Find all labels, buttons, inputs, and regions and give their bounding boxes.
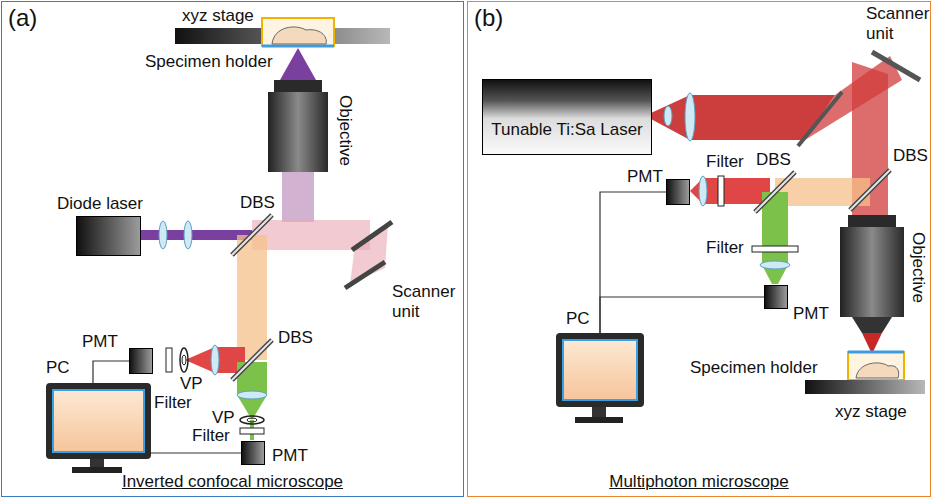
component-label: PC [566,309,590,329]
pmt-box: PMT [666,179,690,205]
signal-cable [93,361,129,383]
component-label: PC [46,358,70,378]
part-label: Filter [192,426,230,446]
lens [211,345,219,375]
filter [718,176,724,206]
laser-box: Diode laser [76,216,141,256]
pinhole [240,416,264,424]
dichroic-mirror [755,172,795,212]
monitor-base [72,467,122,473]
dichroic-mirror [850,170,890,210]
part-label: DBS [756,150,791,170]
part-label: Scanner unit [866,4,930,44]
emission-beam [237,235,267,360]
monitor-stand [592,406,606,418]
component-label: Diode laser [57,194,143,214]
component-label: Tunable Ti:Sa Laser [483,120,651,140]
pmt-box: PMT [764,285,788,309]
panel-letter: (a) [8,4,37,32]
specimen-holder [262,18,334,46]
part-label: Specimen holder [690,358,818,378]
panel-letter: (b) [474,4,503,32]
dichroic-mirror [232,215,272,255]
specimen-holder [848,352,904,380]
component-label: PMT [82,332,118,352]
filter [240,428,264,434]
coverslip [262,45,334,48]
dichroic-mirror [232,340,272,380]
monitor-base [575,417,623,423]
scanner-mirror [872,52,920,80]
beam [252,220,370,250]
lens [685,93,695,141]
lens [159,221,167,249]
focus-cone [280,48,316,80]
panel-frame: (b) Multiphoton microscope Tunable Ti:Sa L… [467,1,931,497]
objective-body [268,92,328,172]
stage-bar [805,380,925,394]
pinhole [247,418,257,422]
objective-collar [274,80,322,92]
scanner-mirror [352,222,392,250]
signal-cable [600,297,764,333]
component-label: PMT [627,167,663,187]
mirror [798,92,842,146]
scanner-mirror [345,262,385,288]
filter [752,246,798,252]
specimen [856,363,899,378]
part-label: DBS [240,193,275,213]
component-label: PMT [272,446,308,466]
pmt-box: PMT [129,348,153,374]
part-label: Scanner unit [392,282,458,322]
lens [664,106,672,126]
signal-cable [151,452,241,453]
dichroic-mirror [850,170,890,210]
part-label: VP [180,374,203,394]
part-label: DBS [893,146,928,166]
pinhole [182,355,186,365]
part-label: Filter [706,152,744,172]
component-label: PMT [793,304,829,324]
pc-monitor: PC [46,383,151,459]
green-beam [762,192,788,284]
part-label: Filter [154,393,192,413]
coverslip [848,351,904,354]
monitor-screen [52,389,145,453]
objective-body [840,227,904,317]
part-label: DBS [278,328,313,348]
part-label: Filter [706,238,744,258]
dichroic-mirror [232,340,272,380]
laser-box: Tunable Ti:Sa Laser [482,79,652,155]
signal-cable [600,192,666,333]
lens [237,391,267,399]
pmt-box: PMT [241,441,265,465]
part-label: VP [212,408,235,428]
part-label: Objective [335,95,355,166]
lens [760,261,790,269]
lens [184,221,192,249]
specimen [272,27,326,44]
pc-monitor: PC [556,333,644,407]
dichroic-mirror [755,172,795,212]
part-label: xyz stage [835,402,907,422]
monitor-screen [562,339,638,401]
beam [282,172,314,222]
objective-tip [852,317,892,333]
part-label: Objective [908,232,928,303]
filter [166,348,172,372]
lens [699,176,707,206]
objective-collar [848,215,896,227]
laser-beam [140,230,252,240]
monitor-stand [90,458,104,468]
panel-caption: Inverted confocal microscope [2,472,463,492]
dichroic-mirror [232,215,272,255]
pinhole [180,348,188,372]
part-label: Specimen holder [145,52,273,72]
panel-caption: Multiphoton microscope [468,472,930,492]
part-label: xyz stage [182,6,254,26]
